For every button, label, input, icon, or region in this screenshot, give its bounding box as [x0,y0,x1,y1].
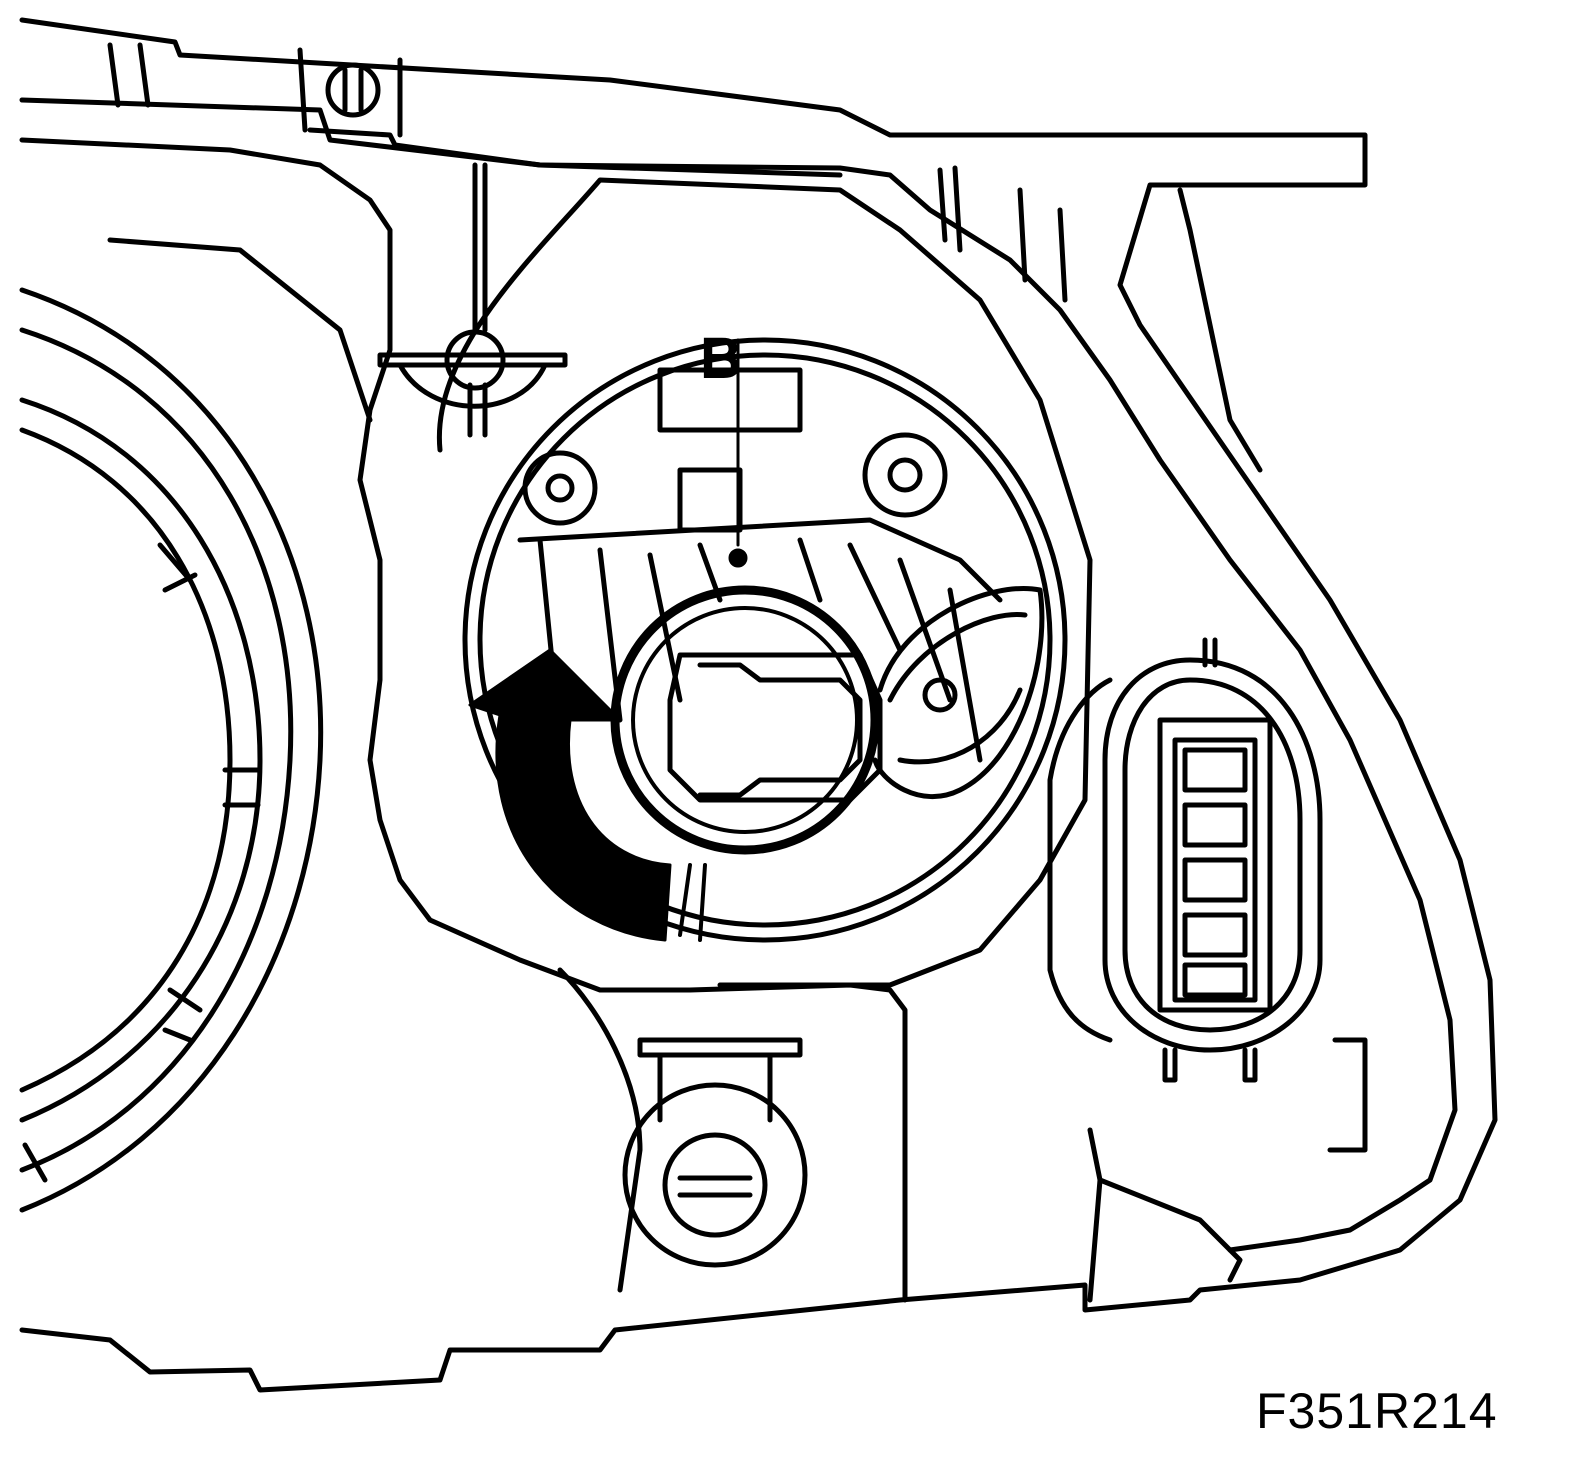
headlamp-housing [19,17,1498,1393]
bulb-access-opening [436,177,1093,988]
adjuster-screw [557,967,808,1293]
upper-adjuster [377,162,568,438]
rotation-arrow [468,648,707,942]
figure-id-label: F351R214 [1256,1383,1498,1439]
bulb-holder [610,338,1045,855]
callout-b-label: B [700,326,742,391]
multi-pin-connector [1047,637,1323,1083]
mounting-screw [522,432,948,526]
reflector-arcs [19,237,373,1213]
